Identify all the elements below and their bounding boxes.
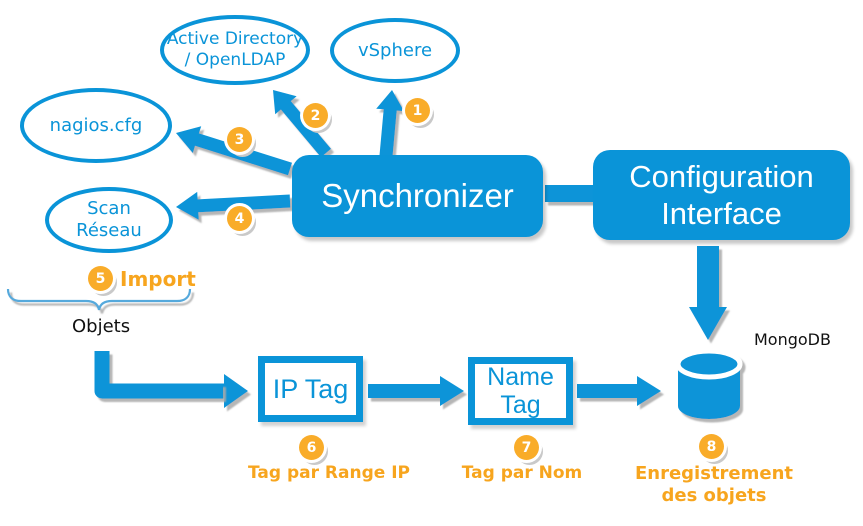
step-badge-3: 3 (227, 127, 252, 152)
node-configuration-interface-line1: Configuration (629, 159, 814, 194)
label-import: Import (120, 267, 196, 291)
label-enregistrement-line2: des objets (661, 485, 767, 506)
step-badge-1: 1 (405, 98, 430, 123)
arrow-config-to-mongodb (689, 246, 727, 340)
node-name-tag-line2: Tag (500, 391, 541, 419)
step-badge-5: 5 (88, 266, 113, 291)
node-nagios-cfg-label: nagios.cfg (49, 115, 143, 136)
arrow-nametag-to-db (577, 376, 661, 406)
connector-sync-config (545, 185, 593, 202)
node-configuration-interface-line2: Interface (661, 196, 782, 231)
step-badge-4: 4 (227, 206, 252, 231)
node-active-directory: Active Directory / OpenLDAP (160, 15, 310, 85)
label-tag-par-range-ip: Tag par Range IP (248, 463, 410, 483)
brace-objets (6, 288, 192, 311)
node-configuration-interface: Configuration Interface (593, 150, 850, 240)
step-badge-6: 6 (299, 435, 324, 460)
node-scan-reseau-line1: Scan (87, 198, 131, 219)
arrow-sync-to-vsphere (376, 90, 405, 157)
node-vsphere-label: vSphere (357, 40, 433, 61)
node-active-directory-line1: Active Directory (166, 29, 304, 49)
node-synchronizer: Synchronizer (292, 155, 543, 237)
step-badge-7: 7 (514, 435, 539, 460)
arrow-objets-elbow-head (223, 374, 248, 408)
arrow-sync-to-active-directory (273, 90, 331, 158)
label-mongodb: MongoDB (754, 330, 831, 349)
node-active-directory-line2: / OpenLDAP (184, 50, 286, 70)
elbow-arrow-objets-to-iptag (94, 351, 223, 399)
node-ip-tag-label: IP Tag (272, 373, 349, 404)
arrow-sync-to-scan-reseau (176, 191, 291, 220)
step-badge-8: 8 (699, 434, 724, 459)
node-name-tag-line1: Name (487, 363, 554, 391)
node-synchronizer-label: Synchronizer (321, 177, 514, 214)
label-enregistrement: Enregistrement des objets (635, 463, 793, 507)
node-scan-reseau: Scan Réseau (45, 187, 173, 253)
step-badge-2: 2 (303, 103, 328, 128)
database-icon (675, 348, 743, 419)
arrow-iptag-to-nametag (368, 376, 464, 406)
node-scan-reseau-line2: Réseau (76, 220, 142, 241)
label-tag-par-nom: Tag par Nom (461, 463, 583, 483)
label-objets: Objets (72, 316, 131, 337)
node-ip-tag: IP Tag (258, 356, 363, 422)
node-nagios-cfg: nagios.cfg (20, 88, 172, 163)
node-vsphere: vSphere (330, 18, 460, 83)
node-name-tag: Name Tag (468, 357, 573, 425)
label-enregistrement-line1: Enregistrement (634, 463, 794, 484)
